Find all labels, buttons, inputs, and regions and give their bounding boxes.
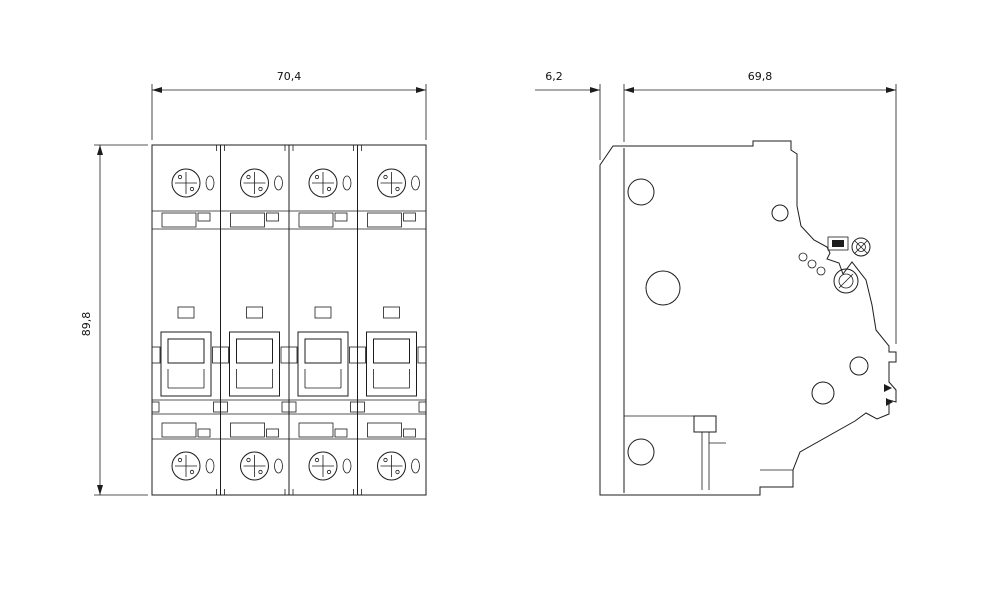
bottom-terminal-channel <box>624 415 726 490</box>
module-2 <box>229 168 283 481</box>
module-clips <box>151 346 427 413</box>
slotted-screw <box>833 268 859 294</box>
module-4 <box>366 168 420 481</box>
module-3 <box>297 168 352 481</box>
edge-notches <box>216 145 362 495</box>
module-1 <box>160 168 215 481</box>
dim-label-side-front-depth: 6,2 <box>545 70 563 83</box>
adjust-screw <box>851 237 871 257</box>
dim-label-front-width: 70,4 <box>277 70 302 83</box>
dim-side-front-depth: 6,2 <box>535 70 625 160</box>
dim-side-body-depth: 69,8 <box>624 70 897 344</box>
dim-label-front-height: 89,8 <box>80 312 93 337</box>
dim-label-side-body-depth: 69,8 <box>748 70 773 83</box>
dim-front-height: 89,8 <box>80 144 148 496</box>
front-view <box>151 144 427 496</box>
dim-front-width: 70,4 <box>151 70 427 140</box>
side-view <box>599 140 897 496</box>
